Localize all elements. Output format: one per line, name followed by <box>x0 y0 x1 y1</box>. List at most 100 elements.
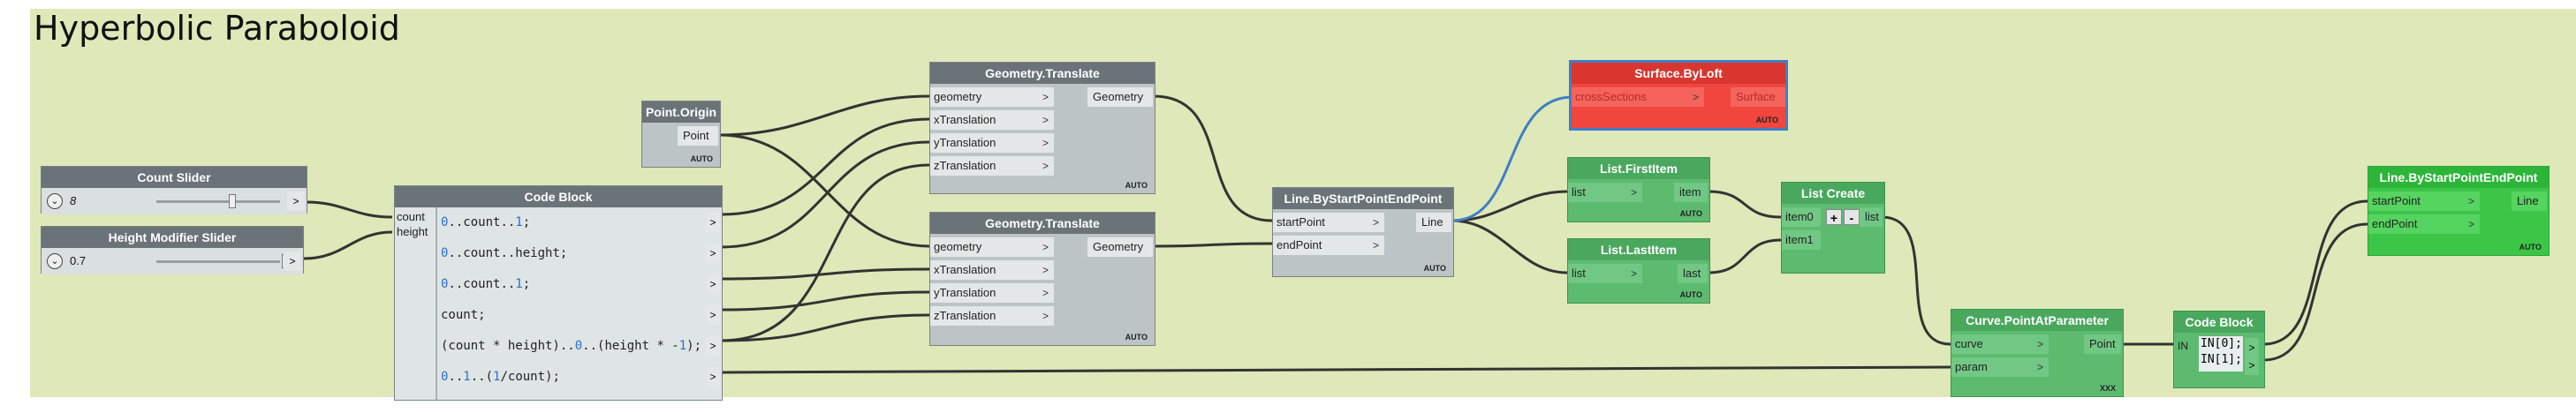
geometry-translate-node-2[interactable]: Geometry.Translate geometry> xTranslatio… <box>929 212 1155 346</box>
output-port[interactable]: > <box>706 305 720 325</box>
slider-value[interactable]: 0.7 <box>70 254 87 267</box>
output-port[interactable]: > <box>706 367 720 387</box>
output-port-list[interactable]: list <box>1860 207 1883 227</box>
curve-point-at-parameter-node[interactable]: Curve.PointAtParameter curve> param> Poi… <box>1951 309 2124 397</box>
node-title[interactable]: Surface.ByLoft <box>1572 63 1785 84</box>
output-port-geometry[interactable]: Geometry <box>1087 237 1153 257</box>
node-title[interactable]: Code Block <box>395 186 722 207</box>
output-port-item[interactable]: item <box>1674 183 1708 202</box>
code-line[interactable]: (count * height)..0..(height * -1); <box>441 339 702 353</box>
input-port-endpoint[interactable]: endPoint> <box>1273 236 1384 255</box>
input-port-xtranslation[interactable]: xTranslation> <box>930 110 1054 130</box>
add-input-button[interactable]: + <box>1826 209 1842 225</box>
geometry-translate-node-1[interactable]: Geometry.Translate geometry> xTranslatio… <box>929 62 1155 194</box>
node-title[interactable]: Code Block <box>2174 312 2264 333</box>
code-line[interactable]: 0..count..height; <box>441 246 568 260</box>
slider-track[interactable] <box>156 200 280 203</box>
list-last-item-node[interactable]: List.LastItem list> last AUTO <box>1567 238 1710 304</box>
wire-code5-t2z[interactable] <box>720 313 930 342</box>
wire-code5-t1z[interactable] <box>720 163 930 342</box>
point-origin-node[interactable]: Point.Origin Point AUTO <box>641 101 721 168</box>
output-port[interactable]: > <box>706 213 720 232</box>
input-port-curve[interactable]: curve> <box>1951 334 2049 354</box>
code-line[interactable]: 0..count..1; <box>441 215 531 229</box>
wire-code3-t2x[interactable] <box>720 267 930 281</box>
input-port-count[interactable]: count <box>397 210 425 223</box>
code-line[interactable]: 0..count..1; <box>441 277 531 291</box>
wire-code2-t1y[interactable] <box>720 140 930 249</box>
input-port-list[interactable]: list> <box>1568 183 1642 202</box>
input-port-xtranslation[interactable]: xTranslation> <box>930 260 1054 280</box>
node-title[interactable]: List Create <box>1782 183 1884 204</box>
node-title[interactable]: Line.ByStartPointEndPoint <box>2368 167 2549 188</box>
input-port-ztranslation[interactable]: zTranslation> <box>930 156 1054 176</box>
output-port-surface[interactable]: Surface <box>1731 87 1785 107</box>
node-title[interactable]: Point.Origin <box>642 101 720 123</box>
output-port-geometry[interactable]: Geometry <box>1087 87 1153 107</box>
count-slider-node[interactable]: Count Slider ⌄ 8 > <box>41 166 307 214</box>
node-title[interactable]: Count Slider <box>42 167 307 188</box>
wire-first-item0[interactable] <box>1708 190 1782 219</box>
input-port-startpoint[interactable]: startPoint> <box>1273 213 1384 232</box>
input-port-ytranslation[interactable]: yTranslation> <box>930 283 1054 303</box>
slider-thumb[interactable] <box>229 194 236 208</box>
wire-code-start2[interactable] <box>2262 199 2368 346</box>
line-by-start-end-node-2[interactable]: Line.ByStartPointEndPoint startPoint> en… <box>2368 166 2549 256</box>
output-port[interactable]: > <box>287 191 305 211</box>
line-by-start-end-node-1[interactable]: Line.ByStartPointEndPoint startPoint> en… <box>1272 187 1454 277</box>
wire-count[interactable] <box>305 200 393 219</box>
node-title[interactable]: List.LastItem <box>1568 239 1709 260</box>
output-port[interactable]: > <box>284 252 301 271</box>
list-create-node[interactable]: List Create item0 item1 + - list <box>1781 182 1885 274</box>
wire-origin-t1[interactable] <box>718 94 930 137</box>
code-line[interactable]: IN[0]; <box>2201 337 2242 350</box>
output-port-point[interactable]: Point <box>2084 334 2121 354</box>
wire-line-last[interactable] <box>1451 219 1568 274</box>
surface-by-loft-node[interactable]: Surface.ByLoft crossSections> Surface AU… <box>1569 60 1788 131</box>
node-title[interactable]: Line.ByStartPointEndPoint <box>1273 188 1453 209</box>
code-editor[interactable]: IN[0]; IN[1]; <box>2199 336 2243 372</box>
output-port-point[interactable]: Point <box>678 126 718 146</box>
wire-code6-param[interactable] <box>720 365 1951 374</box>
height-slider-node[interactable]: Height Modifier Slider ⌄ 0.7 > <box>41 226 304 274</box>
output-port[interactable]: > <box>2245 356 2259 375</box>
output-port-line[interactable]: Line <box>1416 213 1451 232</box>
output-port[interactable]: > <box>706 244 720 263</box>
wire-list-curve[interactable] <box>1881 215 1951 346</box>
node-title[interactable]: Height Modifier Slider <box>42 227 303 248</box>
code-block-node[interactable]: Code Block count height 0..count..1; 0..… <box>394 185 723 401</box>
chevron-down-icon[interactable]: ⌄ <box>47 193 63 209</box>
input-port-in[interactable]: IN <box>2178 340 2188 352</box>
chevron-down-icon[interactable]: ⌄ <box>47 253 63 269</box>
list-first-item-node[interactable]: List.FirstItem list> item AUTO <box>1567 157 1710 222</box>
wire-height[interactable] <box>303 230 393 260</box>
remove-input-button[interactable]: - <box>1844 209 1860 225</box>
input-port-param[interactable]: param> <box>1951 357 2049 377</box>
wire-code-end2[interactable] <box>2262 222 2368 362</box>
wire-t2-end[interactable] <box>1153 242 1273 248</box>
input-port-crosssections[interactable]: crossSections> <box>1572 87 1704 107</box>
node-title[interactable]: List.FirstItem <box>1568 158 1709 179</box>
input-port-item1[interactable]: item1 <box>1782 230 1821 250</box>
code-block-node-2[interactable]: Code Block IN IN[0]; IN[1]; > > <box>2173 311 2265 388</box>
wire-line-first[interactable] <box>1451 190 1568 222</box>
input-port-startpoint[interactable]: startPoint> <box>2368 191 2480 211</box>
input-port-item0[interactable]: item0 <box>1782 207 1821 227</box>
output-port[interactable]: > <box>706 336 720 356</box>
input-port-height[interactable]: height <box>397 225 428 238</box>
input-port-ztranslation[interactable]: zTranslation> <box>930 306 1054 326</box>
wire-last-item1[interactable] <box>1708 238 1782 274</box>
output-port-last[interactable]: last <box>1678 264 1708 283</box>
code-line[interactable]: 0..1..(1/count); <box>441 370 560 384</box>
wire-code1-t1x[interactable] <box>720 117 930 216</box>
output-port[interactable]: > <box>2245 338 2259 357</box>
wire-origin-t2[interactable] <box>718 133 930 248</box>
output-port[interactable]: > <box>706 274 720 294</box>
code-line[interactable]: count; <box>441 308 486 322</box>
node-title[interactable]: Geometry.Translate <box>930 213 1155 234</box>
slider-track[interactable] <box>156 260 280 263</box>
input-port-ytranslation[interactable]: yTranslation> <box>930 133 1054 153</box>
input-port-geometry[interactable]: geometry> <box>930 237 1054 257</box>
output-port-line[interactable]: Line <box>2512 191 2547 211</box>
node-title[interactable]: Curve.PointAtParameter <box>1951 310 2123 331</box>
